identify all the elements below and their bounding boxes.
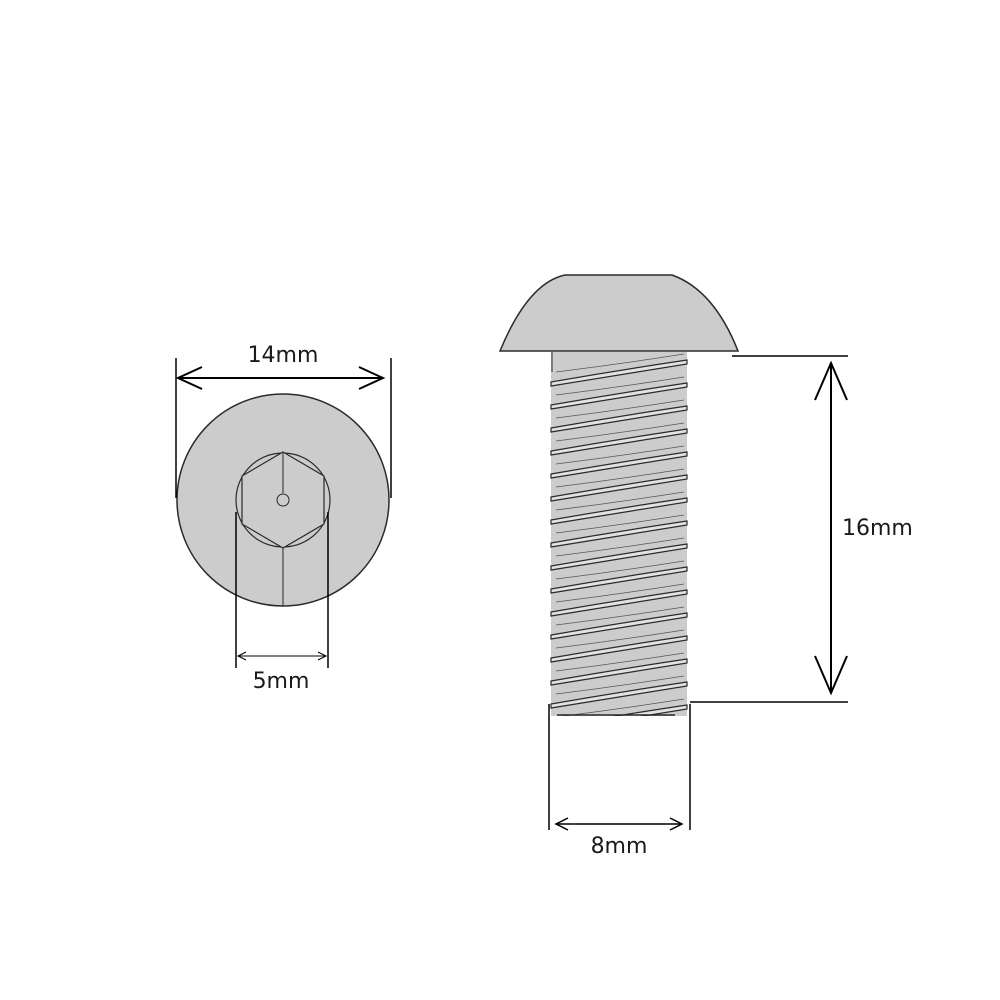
thread-crest	[550, 589, 688, 617]
thread-length-dimension	[690, 355, 848, 703]
bolt-threaded-shank	[550, 352, 688, 716]
thread-diameter-label: 8mm	[591, 834, 648, 859]
hex-socket-label: 5mm	[253, 669, 310, 694]
arrowhead-left-icon	[554, 817, 569, 831]
thread-crest	[550, 405, 688, 433]
thread-crest	[550, 658, 688, 686]
thread-root	[555, 629, 685, 649]
thread-diameter-dimension	[548, 704, 691, 831]
bolt-top-view	[176, 393, 390, 607]
thread-root	[555, 445, 685, 465]
thread-crest	[550, 681, 688, 709]
thread-root	[555, 606, 685, 626]
arrowhead-left-icon	[175, 366, 203, 390]
thread-root	[555, 675, 685, 695]
thread-root	[555, 376, 685, 396]
thread-crest	[550, 497, 688, 525]
thread-root	[555, 468, 685, 488]
thread-crest	[550, 566, 688, 594]
hex-socket-dimension	[235, 512, 329, 668]
head-diameter-label: 14mm	[248, 343, 319, 368]
thread-crest	[550, 635, 688, 663]
thread-crest	[550, 474, 688, 502]
center-point	[276, 493, 290, 507]
thread-root	[555, 514, 685, 534]
thread-root	[555, 353, 685, 373]
thread-root	[555, 422, 685, 442]
thread-root	[555, 537, 685, 557]
thread-crest	[550, 359, 688, 387]
thread-crest	[550, 382, 688, 410]
thread-crest	[550, 612, 688, 640]
arrowhead-left-icon	[236, 651, 247, 661]
thread-root	[555, 652, 685, 672]
thread-crest	[550, 520, 688, 548]
thread-root	[555, 491, 685, 511]
arrowhead-right-icon	[317, 651, 328, 661]
arrowhead-right-icon	[358, 366, 386, 390]
thread-crest	[550, 451, 688, 479]
thread-root	[555, 560, 685, 580]
thread-crests	[550, 353, 688, 716]
bolt-side-view	[498, 274, 740, 716]
thread-crest	[550, 428, 688, 456]
thread-crest	[612, 704, 688, 716]
arrowhead-top-icon	[814, 360, 848, 401]
thread-crest	[550, 543, 688, 571]
arrowhead-right-icon	[669, 817, 684, 831]
thread-length-label: 16mm	[842, 516, 913, 541]
head-diameter-dimension	[175, 358, 392, 498]
bolt-button-head	[498, 274, 740, 352]
thread-root	[555, 399, 685, 419]
arrowhead-bottom-icon	[814, 655, 848, 696]
thread-root	[555, 583, 685, 603]
